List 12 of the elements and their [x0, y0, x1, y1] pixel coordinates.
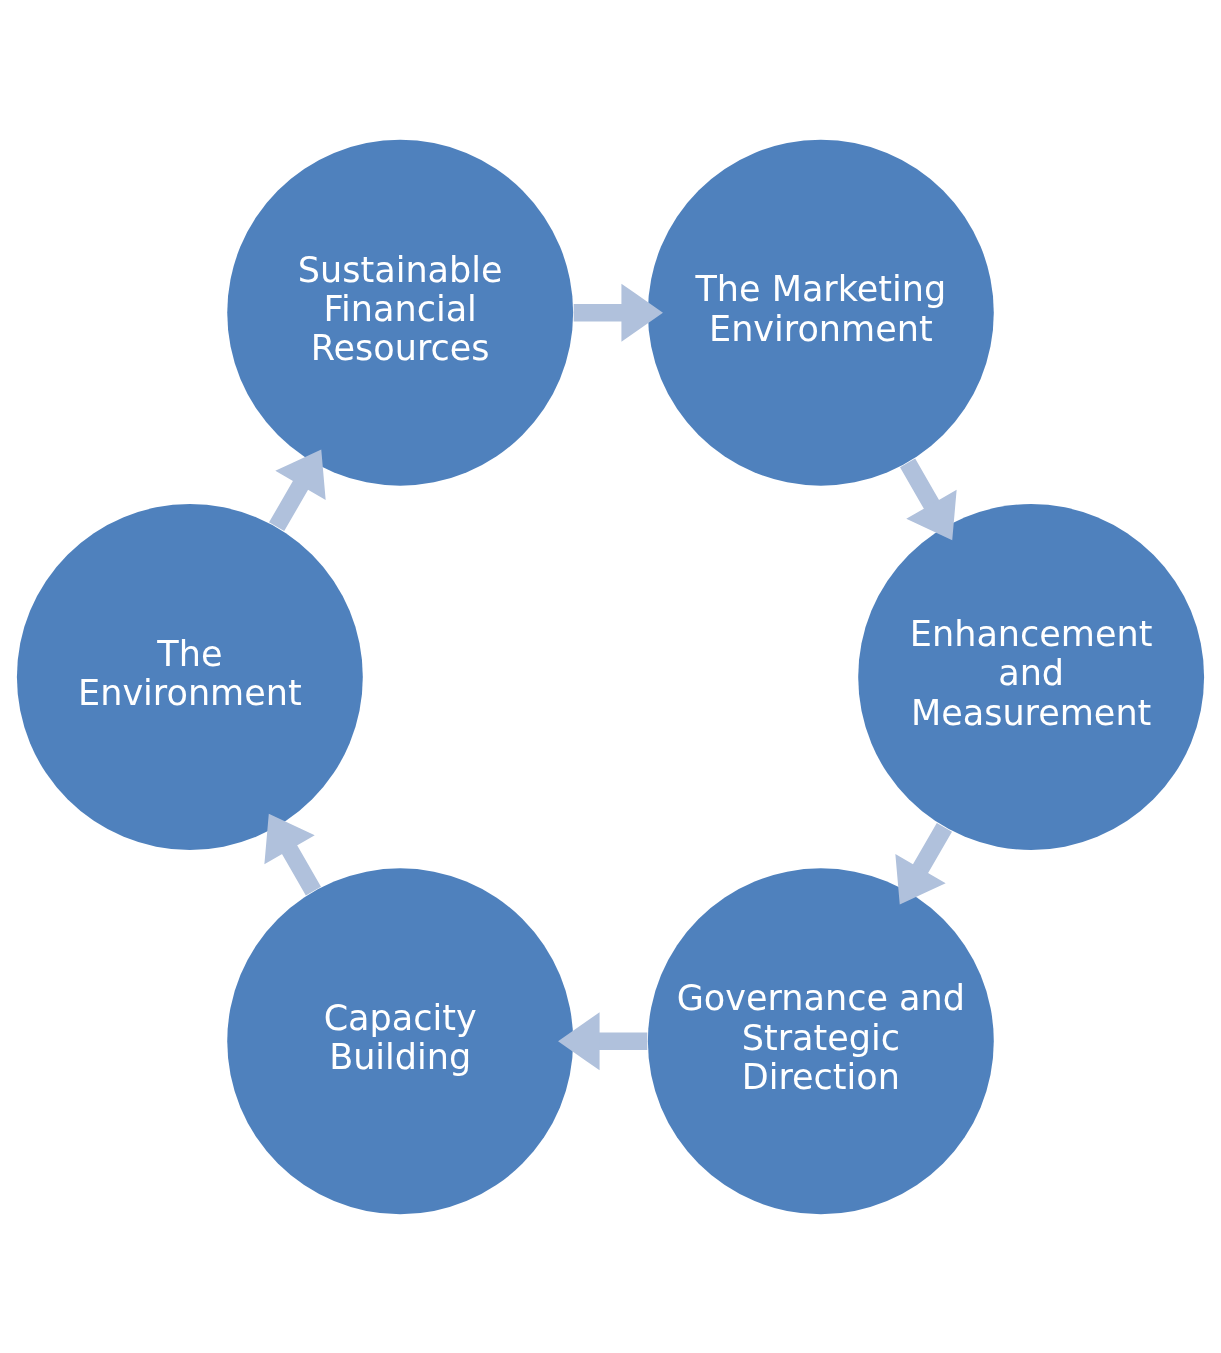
node-circle: Governance and Strategic Direction [647, 867, 994, 1214]
node-circle: The Marketing Environment [647, 139, 994, 486]
node-circle: Enhancement and Measurement [858, 503, 1205, 850]
arrow [895, 822, 952, 905]
arrow [558, 1011, 648, 1070]
arrow [900, 458, 957, 540]
node-circle: The Environment [16, 503, 363, 850]
node-circle: Sustainable Financial Resources [227, 139, 574, 486]
arrow [264, 813, 321, 895]
node-circle: Capacity Building [227, 867, 574, 1214]
arrow [573, 283, 663, 342]
arrow [269, 448, 326, 531]
